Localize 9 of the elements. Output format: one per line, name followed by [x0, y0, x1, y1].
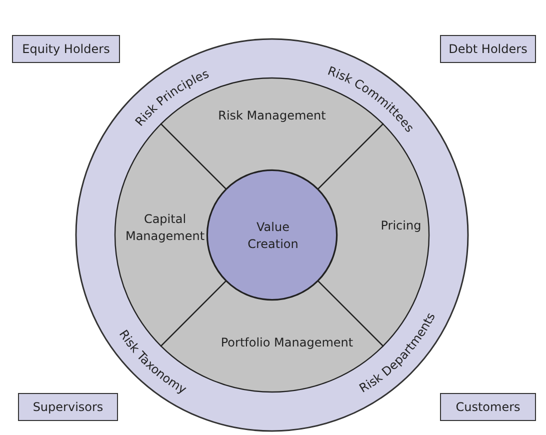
- segment-label: Risk Management: [217, 108, 327, 124]
- stakeholder-box: Equity Holders: [12, 35, 120, 63]
- stakeholder-box: Debt Holders: [440, 35, 536, 63]
- segment-label: Capital Management: [124, 211, 206, 245]
- center-label: Value Creation: [246, 219, 300, 253]
- segment-label: Portfolio Management: [220, 334, 354, 352]
- stakeholder-box: Customers: [440, 393, 536, 421]
- stakeholder-box: Supervisors: [18, 393, 118, 421]
- segment-label: Pricing: [380, 218, 422, 234]
